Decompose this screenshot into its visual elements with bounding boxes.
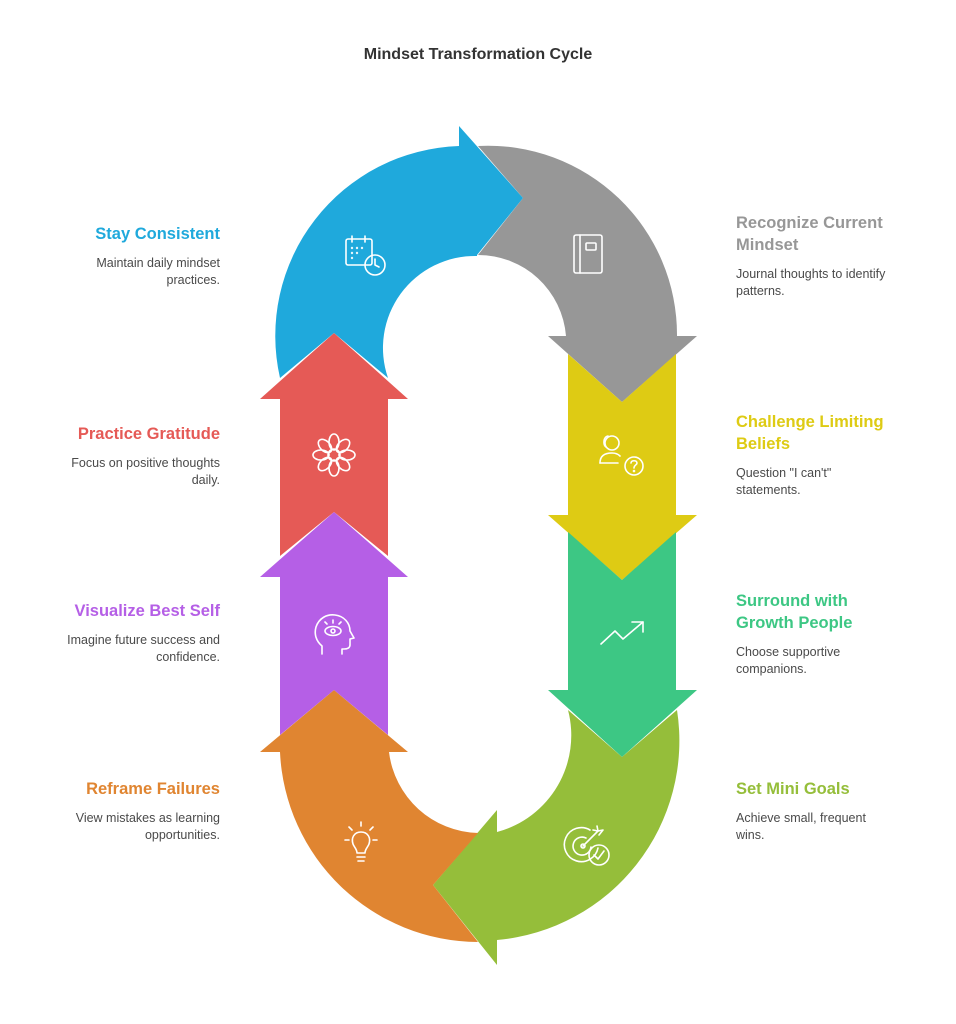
step-description: View mistakes as learning opportunities. — [75, 811, 220, 842]
step-description: Question "I can't" statements. — [736, 466, 832, 497]
step-visualize-best-self: Visualize Best Self Imagine future succe… — [20, 600, 220, 666]
step-description: Focus on positive thoughts daily. — [71, 456, 220, 487]
segment-goals — [433, 710, 680, 965]
trend-up-icon — [600, 621, 644, 645]
step-title: Set Mini Goals — [736, 780, 850, 798]
person-question-icon — [599, 435, 644, 476]
step-title: Surround with Growth People — [736, 592, 853, 632]
step-title: Stay Consistent — [95, 225, 220, 243]
lightbulb-icon — [344, 821, 378, 862]
segment-challenge — [548, 354, 697, 580]
notebook-icon — [573, 234, 603, 274]
calendar-clock-icon — [345, 235, 386, 276]
step-description: Journal thoughts to identify patterns. — [736, 267, 886, 298]
segment-recognize — [478, 145, 697, 402]
step-title: Visualize Best Self — [74, 602, 220, 620]
step-set-mini-goals: Set Mini Goals Achieve small, frequent w… — [736, 778, 926, 844]
segment-visualize — [260, 512, 408, 735]
head-eye-icon — [314, 614, 355, 655]
step-description: Maintain daily mindset practices. — [96, 256, 220, 287]
segment-gratitude — [260, 333, 408, 556]
step-title: Challenge Limiting Beliefs — [736, 413, 884, 453]
target-check-icon — [563, 825, 610, 866]
segment-surround — [548, 532, 697, 757]
step-stay-consistent: Stay Consistent Maintain daily mindset p… — [20, 223, 220, 289]
flower-icon — [312, 433, 356, 477]
step-challenge-limiting-beliefs: Challenge Limiting Beliefs Question "I c… — [736, 411, 926, 499]
diagram-title: Mindset Transformation Cycle — [363, 46, 593, 63]
step-description: Achieve small, frequent wins. — [736, 811, 866, 842]
step-description: Imagine future success and confidence. — [67, 633, 220, 664]
step-practice-gratitude: Practice Gratitude Focus on positive tho… — [20, 423, 220, 489]
step-description: Choose supportive companions. — [736, 645, 841, 676]
segment-reframe — [260, 690, 478, 942]
segment-consistent — [275, 126, 523, 378]
step-title: Practice Gratitude — [77, 425, 220, 443]
step-title: Recognize Current Mindset — [736, 214, 883, 254]
step-recognize-current-mindset: Recognize Current Mindset Journal though… — [736, 212, 926, 300]
step-title: Reframe Failures — [86, 780, 220, 798]
step-surround-growth-people: Surround with Growth People Choose suppo… — [736, 590, 926, 678]
step-reframe-failures: Reframe Failures View mistakes as learni… — [20, 778, 220, 844]
